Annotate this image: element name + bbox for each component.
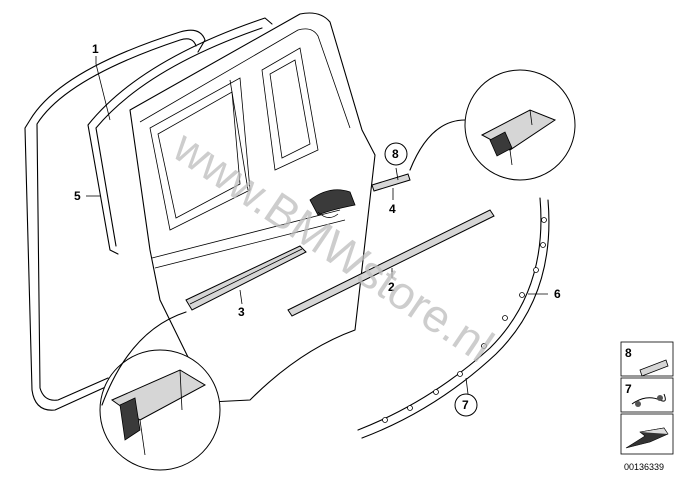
clip-set-icon xyxy=(631,393,666,407)
svg-text:2: 2 xyxy=(388,280,395,294)
short-strip xyxy=(371,173,411,192)
callout-8: 8 xyxy=(384,142,408,166)
svg-text:8: 8 xyxy=(625,346,632,360)
svg-text:8: 8 xyxy=(392,147,399,161)
svg-text:6: 6 xyxy=(554,287,561,301)
svg-text:7: 7 xyxy=(625,382,632,396)
watermark: www.BMWstore.nl xyxy=(164,120,503,372)
door-panel xyxy=(129,12,376,403)
legend-item-8: 8 xyxy=(620,341,674,377)
callout-3: 3 xyxy=(238,305,245,319)
clip-strip-icon xyxy=(639,359,669,377)
callout-2: 2 xyxy=(388,280,395,294)
wheel-arch-trim xyxy=(357,197,550,439)
leader-lines xyxy=(86,56,548,395)
door-moulding-strip xyxy=(185,245,307,311)
legend-item-7: 7 xyxy=(620,377,674,413)
door-seal-outer xyxy=(24,29,206,411)
legend-arrow-box xyxy=(620,413,674,455)
detail-view-upper xyxy=(409,69,576,181)
svg-text:1: 1 xyxy=(92,42,99,56)
callout-6: 6 xyxy=(554,287,561,301)
window-seal-inner xyxy=(87,17,273,255)
svg-text:3: 3 xyxy=(238,305,245,319)
svg-text:7: 7 xyxy=(462,398,469,412)
arrow-icon xyxy=(625,427,669,449)
long-moulding xyxy=(287,209,495,317)
callout-5: 5 xyxy=(74,189,81,203)
document-id: 00136339 xyxy=(624,462,664,472)
detail-view-lower xyxy=(99,311,221,471)
callout-7: 7 xyxy=(454,393,478,417)
callout-4: 4 xyxy=(389,202,396,216)
callout-1: 1 xyxy=(92,42,99,56)
svg-text:4: 4 xyxy=(389,202,396,216)
svg-text:5: 5 xyxy=(74,189,81,203)
